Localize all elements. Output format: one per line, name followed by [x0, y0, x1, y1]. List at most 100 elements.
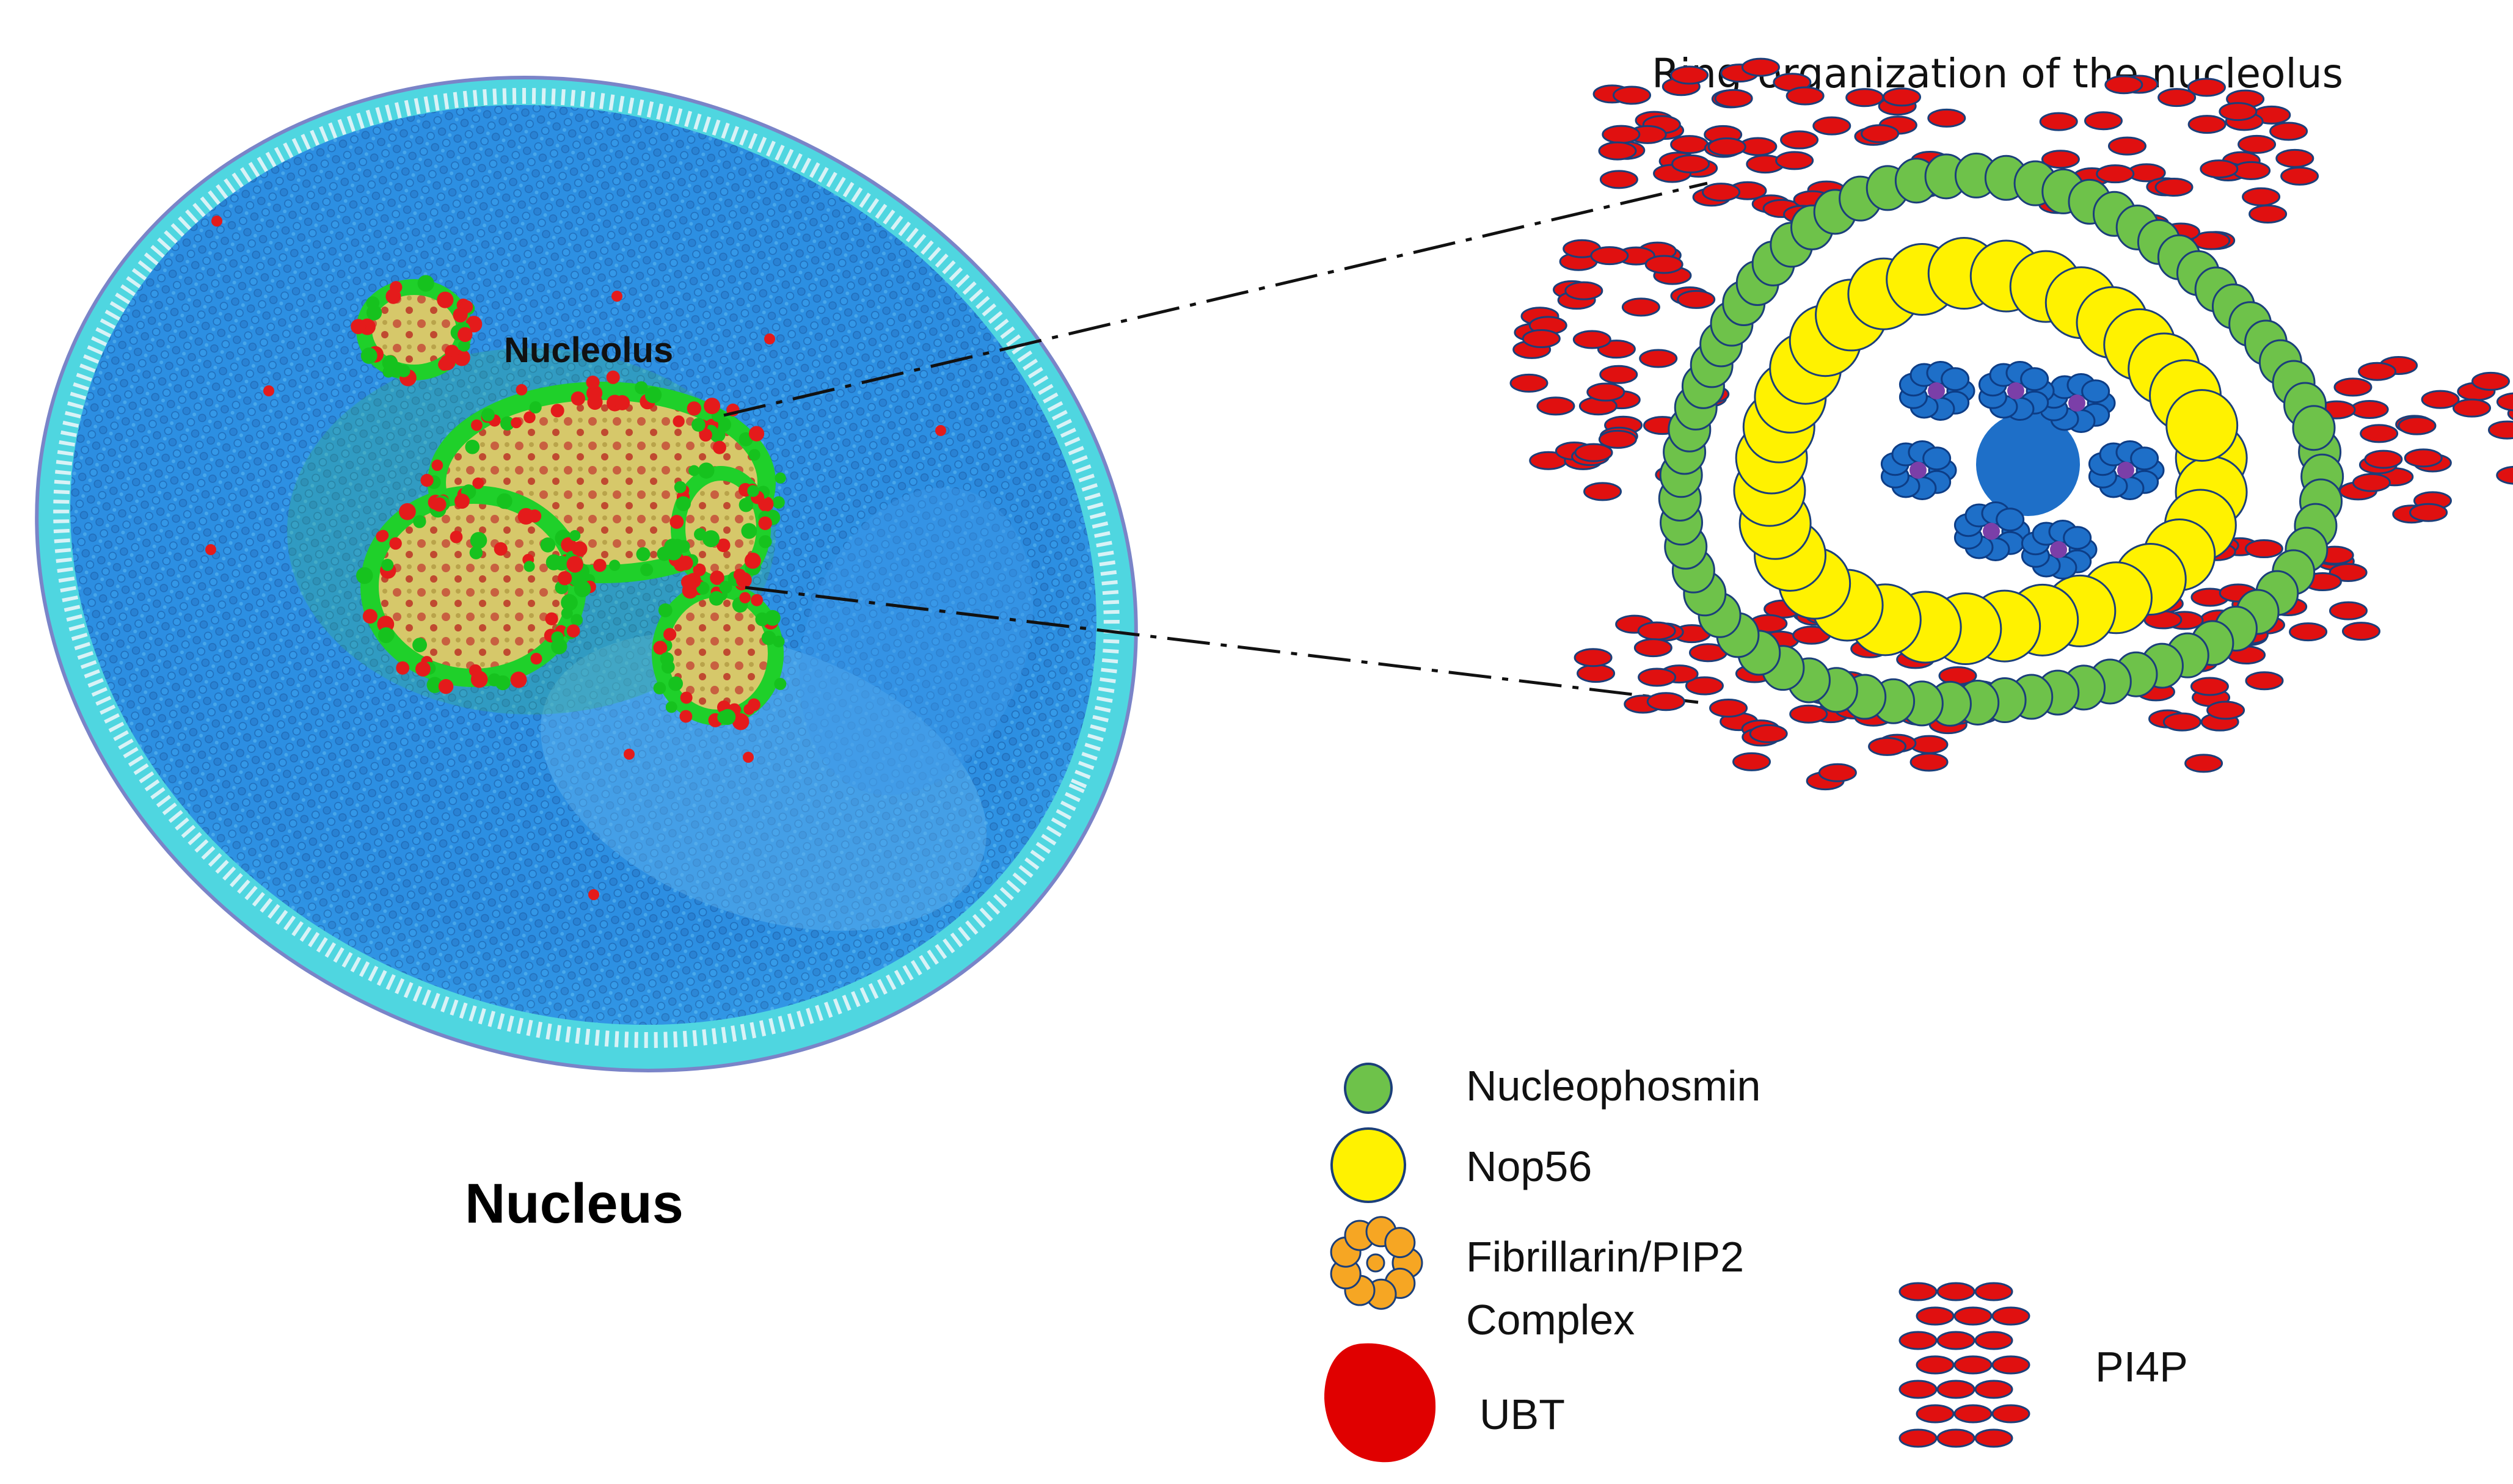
legend-label-ubt: UBT [1479, 1391, 1565, 1438]
pi4p-molecule [2329, 601, 2368, 620]
pi4p-molecule [1638, 667, 1677, 687]
pi4p-molecule [1644, 255, 1683, 274]
pi4p-legend-molecule [1974, 1331, 2013, 1350]
nucleolus-particle [454, 493, 470, 509]
nucleolus-particle [399, 503, 416, 520]
pi4p-molecule [1621, 297, 1660, 317]
pi4p-molecule [1775, 151, 1814, 170]
nucleolus-particle [453, 307, 468, 323]
nucleolus-particle [465, 439, 480, 454]
pi4p-legend-molecule [1898, 1282, 1938, 1301]
nucleolus-particle [397, 364, 410, 377]
nucleolus-particle [561, 607, 573, 619]
pip2-center [2007, 382, 2024, 399]
nucleolus-particle [366, 305, 382, 321]
nucleolus-particle [764, 609, 781, 626]
pi4p-molecule [1861, 124, 1900, 144]
nucleus-label: Nucleus [465, 1173, 684, 1235]
pi4p-molecule [1583, 482, 1622, 501]
pi4p-legend-molecule [1936, 1282, 1975, 1301]
nucleolus-label: Nucleolus [504, 330, 673, 370]
pi4p-molecule [1812, 116, 1851, 136]
fibrillarin-subunit [2063, 526, 2092, 550]
pi4p-molecule [2162, 712, 2201, 732]
nucleolus-particle [426, 677, 443, 693]
nucleolus-particle [709, 591, 724, 606]
nucleolus-particle [360, 347, 377, 364]
pi4p-molecule [1785, 86, 1825, 106]
nucleolus-particle [669, 515, 684, 529]
zoom-line-bottom [745, 586, 1699, 704]
nucleolus-particle [529, 401, 542, 414]
pi4p-molecule [1709, 699, 1748, 718]
pi4p-molecule [2206, 700, 2245, 720]
nucleophosmin-ring [1658, 152, 2344, 727]
pi4p-legend-molecule [1916, 1355, 1955, 1375]
pi4p-molecule [2219, 102, 2258, 122]
nucleolus-particle [540, 537, 556, 553]
fibrillarin-subunit [1922, 446, 1952, 471]
pi4p-molecule [2104, 75, 2143, 95]
pi4p-molecule [2187, 78, 2226, 97]
nucleolus-particle [593, 558, 607, 572]
nucleolus-particle [688, 465, 700, 476]
zoom-lines [723, 181, 1708, 704]
pi4p-molecule [2184, 754, 2223, 773]
nucleolus-particle [710, 570, 724, 585]
nucleolus-particle [665, 701, 677, 713]
pip2-center [1928, 382, 1945, 399]
pi4p-legend-molecule [1916, 1306, 1955, 1326]
pi4p-molecule [2154, 178, 2194, 197]
pi4p-molecule [2232, 161, 2271, 180]
nucleolus-cluster [360, 486, 586, 687]
pi4p-molecule [1598, 429, 1637, 449]
legend-item-fibrillarin: Fibrillarin/PIP2 Complex [1330, 1216, 1744, 1344]
nucleolus-particle [644, 386, 662, 404]
pi4p-molecule [1732, 752, 1771, 771]
pi4p-molecule [2360, 424, 2399, 443]
nucleolus-particle [759, 535, 772, 548]
nucleolus-particle [755, 612, 770, 627]
pi4p-molecule [1749, 724, 1788, 743]
nucleolus-particle [481, 408, 495, 422]
nucleolus-particle [557, 571, 572, 586]
nucleolus-particle [571, 391, 585, 406]
nucleolus-particle [758, 516, 772, 531]
nucleolus-particle [732, 713, 750, 730]
pi4p-legend-molecule [1898, 1428, 1938, 1448]
pi4p-molecule [2190, 677, 2229, 696]
pi4p-molecule [1677, 289, 1716, 309]
scattered-ubt-dot [205, 544, 216, 555]
nucleolus-particle [569, 530, 581, 542]
pi4p-molecule [1590, 246, 1629, 266]
nucleolus-particle [635, 381, 648, 395]
pi4p-molecule [2269, 122, 2308, 141]
fibrillarin-legend-subunit [1384, 1227, 1416, 1259]
nucleolus-particle [497, 493, 512, 509]
pi4p-molecule [1574, 443, 1613, 462]
nop56-ring [1733, 237, 2248, 666]
pi4p-molecule [1845, 88, 1884, 107]
nucleolus-particle [566, 556, 583, 573]
fibrillarin-subunit [1941, 367, 1970, 391]
nucleolus-particle [693, 563, 706, 577]
nucleolus-particle [717, 538, 731, 553]
scattered-ubt-dot [588, 889, 599, 900]
pip2-center [2050, 541, 2067, 558]
pi4p-legend-molecule [1936, 1428, 1975, 1448]
nucleolus-particle [747, 485, 759, 497]
pi4p-molecule [2275, 148, 2314, 168]
pi4p-molecule [2404, 448, 2443, 468]
nucleolus-particle [699, 428, 712, 442]
nucleolus-particle [748, 426, 765, 442]
pi4p-molecule [2453, 398, 2492, 418]
nucleolus-particle [691, 418, 706, 432]
pi4p-molecule [2244, 539, 2283, 559]
scattered-ubt-dot [211, 216, 222, 227]
pi4p-molecule [1522, 329, 1561, 349]
pi4p-molecule [2341, 622, 2380, 641]
nucleolus-particle [438, 678, 454, 694]
nucleolus-particle [748, 449, 760, 461]
nucleolus-particle [500, 416, 515, 431]
pi4p-molecule [1818, 763, 1857, 782]
